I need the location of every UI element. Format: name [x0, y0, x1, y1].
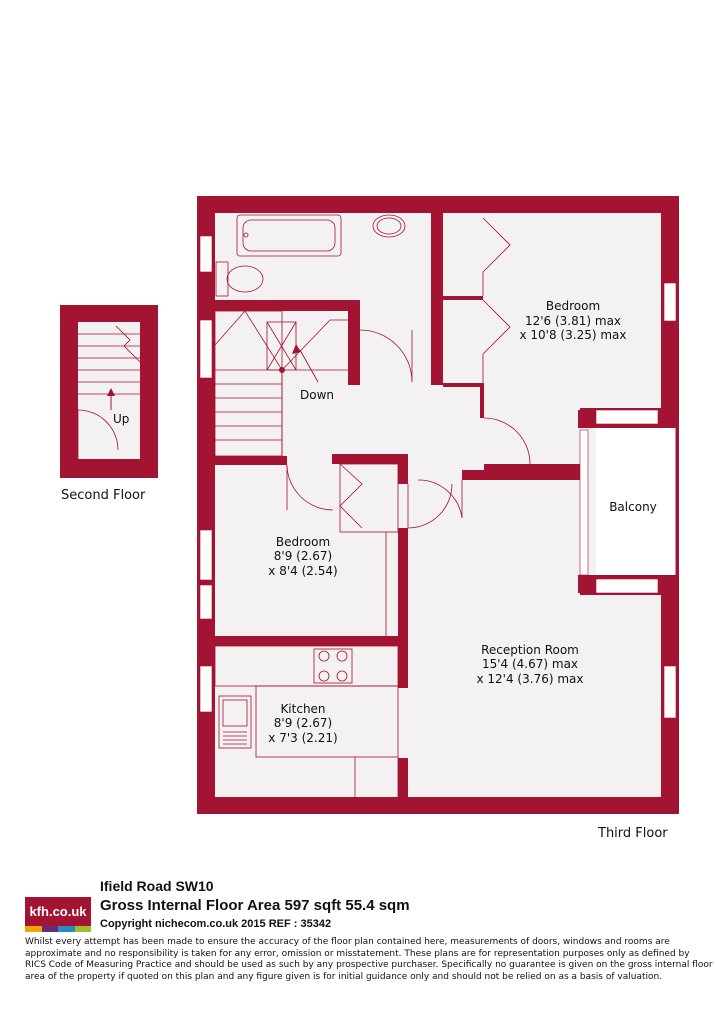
disclaimer-text: Whilst every attempt has been made to en…	[25, 937, 713, 982]
bedroom-1-dim2: x 10'8 (3.25) max	[520, 328, 627, 342]
down-label: Down	[300, 388, 334, 402]
bedroom-2-name: Bedroom	[276, 535, 330, 549]
bedroom-1-name: Bedroom	[546, 299, 600, 313]
kitchen-dim2: x 7'3 (2.21)	[268, 731, 337, 745]
second-floor-label: Second Floor	[61, 488, 146, 503]
copyright-text: Copyright nichecom.co.uk 2015 REF : 3534…	[100, 918, 332, 930]
third-floor-plan: Down Bedroom 12'6 (3.81) max x 10'8 (3.2…	[197, 196, 679, 841]
balcony-name: Balcony	[609, 500, 657, 514]
reception-room-name: Reception Room	[481, 643, 579, 657]
reception-room-dim2: x 12'4 (3.76) max	[477, 672, 584, 686]
second-floor-plan: Up Second Floor	[60, 305, 158, 503]
bedroom-2-dim1: 8'9 (2.67)	[274, 549, 332, 563]
bedroom-1-dim1: 12'6 (3.81) max	[525, 314, 621, 328]
reception-room-dim1: 15'4 (4.67) max	[482, 657, 578, 671]
bedroom-2-dim2: x 8'4 (2.54)	[268, 564, 337, 578]
down-arrow-icon	[292, 344, 301, 354]
balcony-area	[578, 409, 677, 594]
kfh-logo: kfh.co.uk	[25, 897, 91, 932]
plan-footer: Ifield Road SW10 Gross Internal Floor Ar…	[100, 876, 700, 932]
third-floor-label: Third Floor	[597, 826, 668, 841]
up-label: Up	[113, 412, 129, 426]
kitchen-name: Kitchen	[280, 702, 325, 716]
logo-stripes	[25, 926, 91, 932]
gross-area: Gross Internal Floor Area 597 sqft 55.4 …	[100, 897, 410, 914]
kitchen-dim1: 8'9 (2.67)	[274, 716, 332, 730]
property-address: Ifield Road SW10	[100, 878, 214, 894]
floor-plan: Up Second Floor	[60, 196, 679, 841]
logo-text: kfh.co.uk	[25, 897, 91, 926]
up-arrow-icon	[107, 388, 115, 396]
